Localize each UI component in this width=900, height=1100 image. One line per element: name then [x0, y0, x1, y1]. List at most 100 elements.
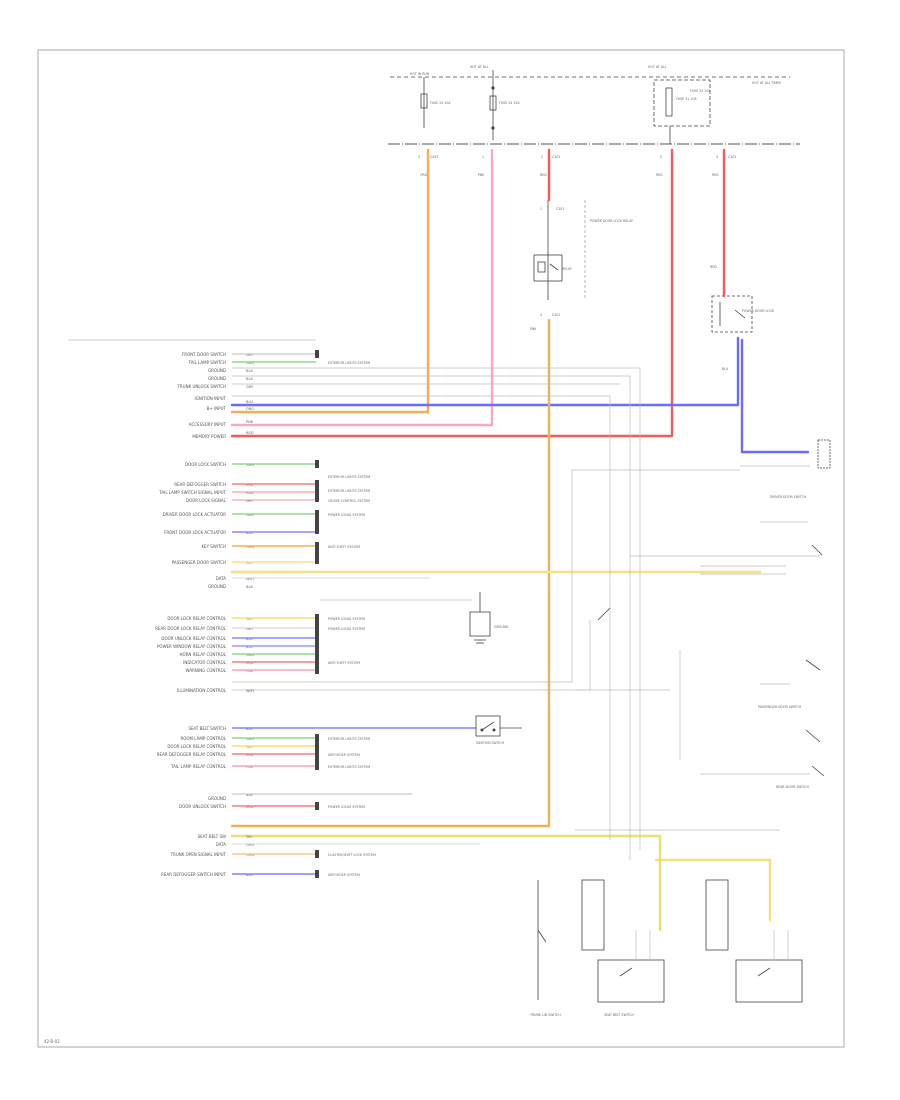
fuse-label-4: FUSE 32 10A — [690, 89, 711, 93]
pin-row: KEY SWITCH ORG — [201, 544, 316, 549]
wire-blue — [230, 336, 810, 454]
pin-row: DRIVER DOOR LOCK ACTUATOR GRN — [163, 512, 316, 517]
connector-c3: DOOR LOCK RELAY CONTROL YEL REAR DOOR LO… — [155, 614, 365, 693]
pin-label: DOOR LOCK RELAY CONTROL — [167, 616, 226, 621]
pin-row: DOOR LOCK RELAY CONTROL YEL — [167, 744, 316, 749]
svg-text:RED: RED — [540, 173, 547, 177]
pin-label: PASSENGER DOOR SWITCH — [172, 560, 226, 565]
svg-text:C203: C203 — [728, 155, 736, 159]
svg-text:BLU: BLU — [722, 367, 729, 371]
relay-label: RELAY — [562, 267, 572, 271]
svg-text:4: 4 — [716, 155, 718, 159]
pin-row: GROUND BLK — [208, 368, 253, 373]
pin-row: DOOR LOCK RELAY CONTROL YEL — [167, 616, 316, 621]
pin-label: DOOR LOCK RELAY CONTROL — [167, 744, 226, 749]
pin-row: REAR DEFOGGER SWITCH INPUT BLU — [161, 872, 316, 877]
pin-row: DOOR LOCK SWITCH GRN — [185, 462, 316, 467]
system-label: POWER LOCKS SYSTEM — [328, 513, 365, 517]
bus-label-2: HOT AT ALL — [470, 65, 489, 69]
pin-row: FRONT DOOR SWITCH GRY — [182, 352, 316, 357]
svg-text:RED: RED — [710, 265, 717, 269]
pin-label: DATA — [216, 576, 227, 581]
system-label: CLUSTER/SHIFT LOCK SYSTEM — [328, 853, 376, 857]
pin-wire: GRN — [246, 653, 254, 657]
pin-wire: YEL — [246, 745, 252, 749]
bus-label-1: HOT IN RUN — [410, 72, 430, 76]
svg-text:RED: RED — [656, 173, 663, 177]
pin-label: DATA — [216, 842, 227, 847]
ground-symbol: GROUND — [469, 592, 509, 644]
system-label: DEFOGGER SYSTEM — [328, 753, 360, 757]
wire-orange — [230, 148, 430, 414]
pin-wire: GRN — [246, 463, 254, 467]
system-label: CRUISE CONTROL SYSTEM — [328, 499, 370, 503]
system-label: EXTERIOR LIGHTS SYSTEM — [328, 361, 371, 365]
pin-wire: RED — [246, 491, 254, 495]
system-label: EXTERIOR LIGHTS SYSTEM — [328, 737, 371, 741]
pin-label: REAR DOOR LOCK RELAY CONTROL — [155, 626, 227, 631]
system-label: POWER LOCKS SYSTEM — [328, 627, 365, 631]
pin-row: GROUND BLK — [208, 793, 412, 801]
pin-label: GROUND — [208, 796, 226, 801]
pin-row: DATA ORG — [216, 842, 480, 847]
pin-row: TAIL LAMP RELAY CONTROL PNK — [170, 764, 316, 769]
pin-label: DOOR UNLOCK RELAY CONTROL — [161, 636, 226, 641]
relay-top: 1 C201 4 C201 RELAY POWER DOOR LOCK RELA… — [530, 200, 633, 331]
svg-text:5: 5 — [660, 155, 662, 159]
pin-wire: RED — [246, 431, 254, 435]
pin-row: SEAT BELT SW YEL — [198, 834, 253, 839]
pin-label: ROOM LAMP CONTROL — [180, 736, 226, 741]
pin-row: ROOM LAMP CONTROL GRN — [180, 736, 316, 741]
pin-row: REAR DOOR LOCK RELAY CONTROL GRY — [155, 626, 316, 631]
pin-row: ILLUMINATION CONTROL WHT — [177, 688, 255, 693]
pin-row: DATA WHT — [216, 576, 430, 581]
pin-wire: RED — [246, 805, 254, 809]
pin-label: DOOR UNLOCK SWITCH — [179, 804, 226, 809]
pin-wire: YEL — [246, 617, 252, 621]
connector-c1: FRONT DOOR SWITCH GRY TAIL LAMP SWITCH G… — [176, 350, 371, 439]
pin-row: ACCESSORY INPUT PNK — [189, 420, 254, 427]
connector-c4: SEAT BELT SWITCH BLU ROOM LAMP CONTROL G… — [157, 726, 476, 810]
pin-label: REAR DEFOGGER SWITCH — [174, 482, 226, 487]
component-label-6: TRUNK LID SWITCH — [529, 1013, 561, 1017]
pin-label: WARNING CONTROL — [186, 668, 227, 673]
ignition-switch: IGNITION SWITCH — [475, 715, 522, 745]
svg-text:3: 3 — [418, 155, 420, 159]
pin-row: GROUND BLK — [208, 376, 253, 381]
pin-row: IGNITION INPUT BLU — [195, 396, 254, 404]
svg-text:C201: C201 — [552, 313, 560, 317]
pin-row: TAIL LAMP SWITCH SIGNAL INPUT RED — [158, 490, 316, 495]
pin-row: REAR DEFOGGER SWITCH RED — [174, 482, 316, 487]
pin-label: DOOR LOCK SIGNAL — [186, 498, 227, 503]
pin-row: DOOR UNLOCK SWITCH RED — [179, 804, 316, 809]
pin-row: INDICATOR CONTROL RED — [183, 660, 316, 665]
pin-label: KEY SWITCH — [201, 544, 226, 549]
pin-wire: ORG — [246, 853, 254, 857]
pin-wire: BLU — [246, 645, 253, 649]
pin-label: POWER WINDOW RELAY CONTROL — [157, 644, 227, 649]
pin-wire: BLK — [246, 585, 253, 589]
pin-label: GROUND — [208, 584, 226, 589]
pin-label: IGNITION INPUT — [195, 396, 227, 401]
pin-label: INDICATOR CONTROL — [183, 660, 227, 665]
fuse-label-3: FUSE 31 10A — [676, 97, 697, 101]
pin-wire: GRN — [246, 361, 254, 365]
diagram-frame — [37, 49, 845, 1048]
right-side-switches: DRIVER DOOR SWITCH PASSENGER DOOR SWITCH… — [597, 439, 831, 789]
pin-label: DOOR LOCK SWITCH — [185, 462, 226, 467]
pin-row: POWER WINDOW RELAY CONTROL BLU — [157, 644, 316, 649]
pin-label: HORN RELAY CONTROL — [180, 652, 227, 657]
pin-wire: ORG — [246, 407, 254, 411]
system-label: EXTERIOR LIGHTS SYSTEM — [328, 475, 371, 479]
relay-label-2: POWER DOOR LOCK — [742, 309, 775, 313]
svg-text:1: 1 — [482, 155, 484, 159]
pin-label: TAIL LAMP SWITCH SIGNAL INPUT — [158, 490, 226, 495]
pin-wire: BLU — [246, 873, 253, 877]
wire-orange-2 — [230, 318, 551, 828]
pin-label: REAR DEFOGGER SWITCH INPUT — [161, 872, 226, 877]
pin-wire: GRY — [246, 627, 254, 631]
svg-text:C203: C203 — [552, 155, 560, 159]
pin-row: SEAT BELT SWITCH BLU — [188, 726, 476, 731]
pin-label: FRONT DOOR SWITCH — [182, 352, 226, 357]
